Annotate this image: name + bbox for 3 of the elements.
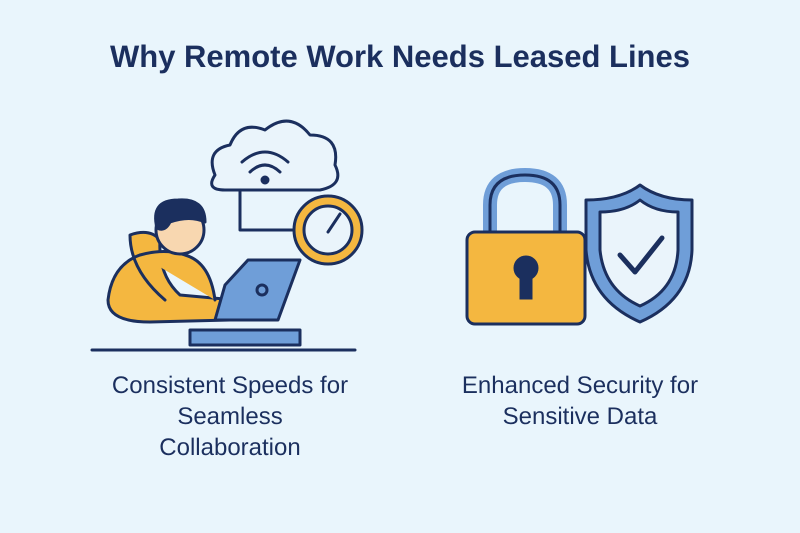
caption-text: Consistent Speeds for Seamless Collaboration <box>110 371 350 463</box>
title: Why Remote Work Needs Leased Lines <box>109 38 691 76</box>
caption-text: Enhanced Security for Sensitive Data <box>460 371 700 432</box>
